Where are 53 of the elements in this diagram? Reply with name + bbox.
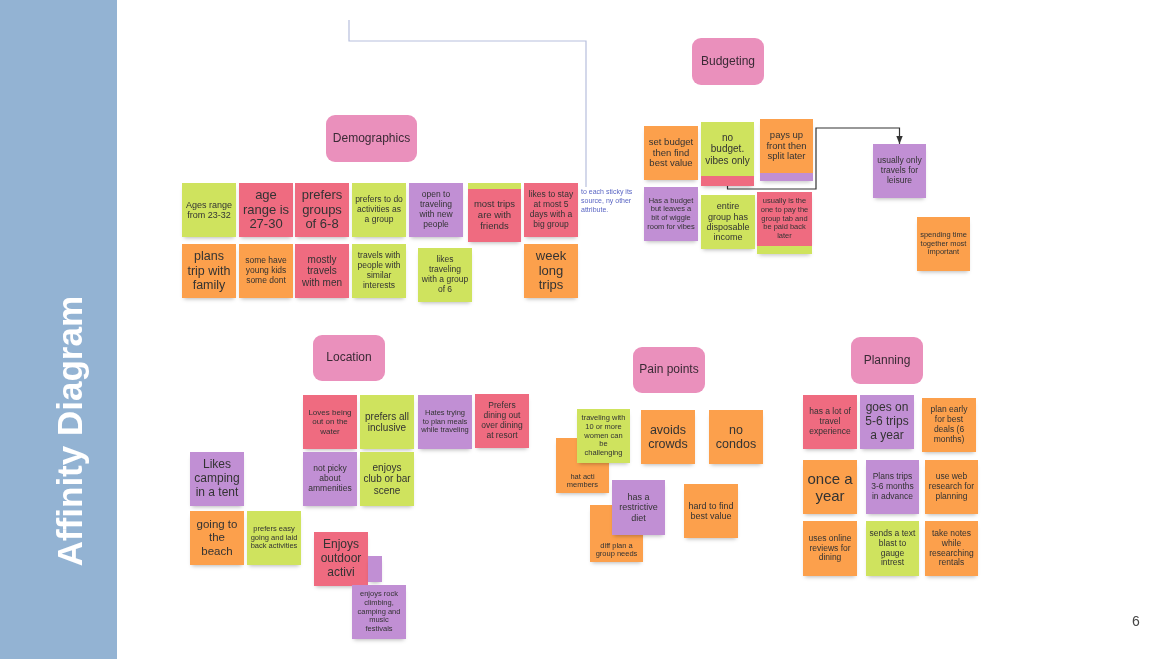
sticky-note: goes on 5-6 trips a year	[860, 395, 914, 449]
sticky-note: hard to find best value	[684, 484, 738, 538]
sticky-note: avoids crowds	[641, 410, 695, 464]
connector-line	[348, 19, 587, 188]
sticky-note	[468, 183, 521, 189]
connector-arrow	[726, 127, 903, 190]
sticky-note: going to the beach	[190, 511, 244, 565]
sticky-note	[760, 173, 813, 181]
sticky-note: entire group has disposable income	[701, 195, 755, 249]
sticky-note: uses online reviews for dining	[803, 521, 857, 576]
sticky-note: some have young kids some dont	[239, 244, 293, 298]
sticky-note: enjoys club or bar scene	[360, 452, 414, 506]
sticky-note: prefers all inclusive	[360, 395, 414, 449]
sticky-note: has a lot of travel experience	[803, 395, 857, 449]
category-header: Location	[313, 335, 385, 381]
sticky-note: no condos	[709, 410, 763, 464]
category-header: Demographics	[326, 115, 417, 162]
sticky-note: take notes while researching rentals	[925, 521, 978, 576]
sticky-note: not picky about ammenities	[303, 452, 357, 506]
sticky-note: likes to stay at most 5 days with a big group	[524, 183, 578, 237]
sticky-note: plan early for best deals (6 months)	[922, 398, 976, 452]
sticky-note: week long trips	[524, 244, 578, 298]
sticky-note: set budget then find best value	[644, 126, 698, 180]
category-header: Pain points	[633, 347, 705, 393]
sticky-note: use web research for planning	[925, 460, 978, 514]
sticky-note	[368, 556, 382, 582]
sticky-note: plans trip with family	[182, 244, 236, 298]
sticky-note: once a year	[803, 460, 857, 514]
sticky-note: most trips are with friends	[468, 189, 521, 242]
sticky-note	[701, 176, 754, 186]
sticky-note: likes traveling with a group of 6	[418, 248, 472, 302]
sticky-note: Ages range from 23-32	[182, 183, 236, 237]
sticky-note: sends a text blast to gauge intrest	[866, 521, 919, 576]
slide-title: Affinity Diagram	[52, 296, 87, 567]
sticky-note: pays up front then split later	[760, 119, 813, 173]
sticky-note: Likes camping in a tent	[190, 452, 244, 506]
sticky-note: no budget. vibes only	[701, 122, 754, 176]
sticky-note: open to traveling with new people	[409, 183, 463, 237]
sticky-note: travels with people with similar interests	[352, 244, 406, 298]
sticky-note: Plans trips 3-6 months in advance	[866, 460, 919, 514]
page-number: 6	[1132, 614, 1140, 628]
sticky-note: prefers groups of 6-8	[295, 183, 349, 237]
sticky-note: Prefers dining out over dining at resort	[475, 394, 529, 448]
category-header: Budgeting	[692, 38, 764, 85]
sticky-note: Enjoys outdoor activi	[314, 532, 368, 586]
sticky-note: prefers to do activities as a group	[352, 183, 406, 237]
category-header: Planning	[851, 337, 923, 384]
sticky-note: usually only travels for leisure	[873, 144, 926, 198]
sticky-note: Loves being out on the water	[303, 395, 357, 449]
sticky-note	[757, 246, 812, 254]
sticky-note: mostly travels with men	[295, 244, 349, 298]
sticky-note: has a restrictive diet	[612, 480, 665, 535]
sticky-note: age range is 27-30	[239, 183, 293, 237]
